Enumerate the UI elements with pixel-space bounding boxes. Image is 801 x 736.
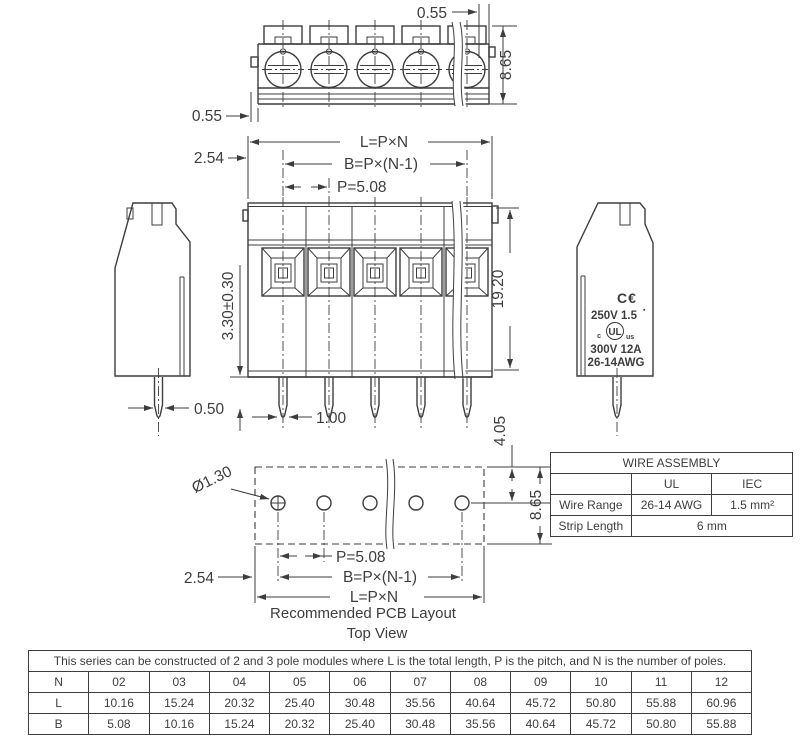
iec-rating-sup: ▪ xyxy=(643,307,646,314)
dimension-cell: 02 xyxy=(88,671,150,693)
dimension-cell: 50.80 xyxy=(570,692,632,714)
strip-length-row: Strip Length 6 mm xyxy=(550,515,794,537)
wire-table-header-row: UL IEC xyxy=(550,473,793,495)
dim-top-offset-bottom: 0.55 xyxy=(192,108,222,125)
dim-pin-width: 1.00 xyxy=(316,410,347,427)
wire-table-col-ul: UL xyxy=(630,473,713,495)
wire-table-title: WIRE ASSEMBLY xyxy=(550,452,793,474)
dim-mount-height: 3.30±0.30 xyxy=(220,271,237,340)
poles-row-label: N xyxy=(27,671,90,693)
wire-range-row: Wire Range 26-14 AWG 1.5 mm² xyxy=(550,494,793,516)
left-side-view-drawing: 0.50 xyxy=(114,202,225,437)
wire-table-col-iec: IEC xyxy=(711,473,793,495)
dim-total-length: L=P×N xyxy=(360,134,408,151)
dim-pcb-pole-spacing: B=P×(N-1) xyxy=(343,569,417,586)
dim-pcb-edge-offset: 2.54 xyxy=(184,570,215,587)
dimension-cell: 35.56 xyxy=(449,713,512,735)
dim-pin-length: 4.05 xyxy=(492,416,509,446)
ul-rating-text: 300V 12A xyxy=(590,344,641,356)
pcb-layout-caption: Recommended PCB Layout xyxy=(270,605,457,622)
dimension-cell: 40.64 xyxy=(509,713,572,735)
dimension-cell: 15.24 xyxy=(148,692,210,714)
pcb-layout-drawing: Ø1.30 4.05 8.65 P=5.08 B=P×(N-1) L=P×N 2… xyxy=(184,416,552,642)
dimension-cell: 07 xyxy=(389,671,451,693)
dimension-cell: 35.56 xyxy=(389,692,451,714)
dim-pitch: P=5.08 xyxy=(337,179,387,196)
dim-pcb-pitch: P=5.08 xyxy=(336,549,386,566)
dimension-cell: 50.80 xyxy=(630,713,692,735)
dimension-cell: 30.48 xyxy=(389,713,451,735)
dimension-cell: 10 xyxy=(570,671,632,693)
right-side-view-drawing: C€ 250V 1.5 ▪ c UL us 300V 12A 26-14AWG xyxy=(576,202,654,437)
dimension-cell: 15.24 xyxy=(208,713,271,735)
wire-table-title-row: WIRE ASSEMBLY xyxy=(550,452,793,474)
strip-length-value: 6 mm xyxy=(630,515,794,537)
wire-table-blank-cell xyxy=(550,473,632,495)
dimension-cell: 08 xyxy=(449,671,512,693)
dim-top-offset-top: 0.55 xyxy=(417,5,447,22)
dimension-cell: 10.16 xyxy=(88,692,150,714)
dimension-table-caption: This series can be constructed of 2 and … xyxy=(28,650,752,672)
dimension-cell: 11 xyxy=(630,671,692,693)
spacing-row-label: B xyxy=(27,713,90,735)
iec-rating-text: 250V 1.5 xyxy=(591,310,638,322)
dimension-cell: 55.88 xyxy=(690,713,753,735)
product-markings: C€ 250V 1.5 ▪ c UL us 300V 12A 26-14AWG xyxy=(588,290,646,369)
dimension-cell: 30.48 xyxy=(329,692,391,714)
dimension-cell: 05 xyxy=(268,671,331,693)
dimension-cell: 25.40 xyxy=(329,713,391,735)
dimension-cell: 09 xyxy=(509,671,572,693)
dim-body-height: 19.20 xyxy=(490,269,507,308)
dimension-table-caption-row: This series can be constructed of 2 and … xyxy=(28,650,752,672)
length-row-label: L xyxy=(27,692,90,714)
wire-assembly-table: WIRE ASSEMBLY UL IEC Wire Range 26-14 AW… xyxy=(550,452,794,537)
dimension-cell: 40.64 xyxy=(449,692,512,714)
ul-us-mark: us xyxy=(626,334,634,341)
dimension-cell: 55.88 xyxy=(630,692,692,714)
strip-length-label: Strip Length xyxy=(550,515,632,537)
dim-top-height: 8.65 xyxy=(498,50,515,80)
dimension-cell: 03 xyxy=(148,671,210,693)
wire-range-marking: 26-14AWG xyxy=(588,357,645,369)
dim-pcb-total-length: L=P×N xyxy=(350,589,398,606)
dimension-cell: 60.96 xyxy=(690,692,753,714)
ul-logo: UL xyxy=(608,327,621,338)
dimension-cell: 04 xyxy=(208,671,271,693)
dimension-cell: 06 xyxy=(329,671,391,693)
dim-pole-spacing: B=P×(N-1) xyxy=(344,156,418,173)
wire-range-iec-value: 1.5 mm² xyxy=(711,494,793,516)
ce-mark: C€ xyxy=(617,290,637,306)
wire-range-label: Wire Range xyxy=(550,494,632,516)
dimension-cell: 20.32 xyxy=(208,692,271,714)
dimension-cell: 25.40 xyxy=(268,692,331,714)
dim-hole-diameter: Ø1.30 xyxy=(189,463,235,497)
ul-c-mark: c xyxy=(597,333,601,340)
front-view-drawing: L=P×N B=P×(N-1) P=5.08 2.54 19.20 3.30±0… xyxy=(194,134,519,431)
dim-edge-offset: 2.54 xyxy=(194,150,225,167)
dim-row-depth: 8.65 xyxy=(528,490,545,520)
dimension-cell: 12 xyxy=(690,671,753,693)
dimension-cell: 20.32 xyxy=(268,713,331,735)
dimension-cell: 45.72 xyxy=(570,713,632,735)
dim-pin-thickness: 0.50 xyxy=(194,401,225,418)
pcb-layout-subcaption: Top View xyxy=(347,625,408,642)
dimension-cell: 5.08 xyxy=(88,713,150,735)
dimension-table: This series can be constructed of 2 and … xyxy=(27,650,753,735)
dimension-cell: 10.16 xyxy=(148,713,210,735)
wire-range-ul-value: 26-14 AWG xyxy=(630,494,713,516)
dimension-cell: 45.72 xyxy=(509,692,572,714)
top-view-drawing: 0.55 8.65 0.55 xyxy=(192,4,517,125)
